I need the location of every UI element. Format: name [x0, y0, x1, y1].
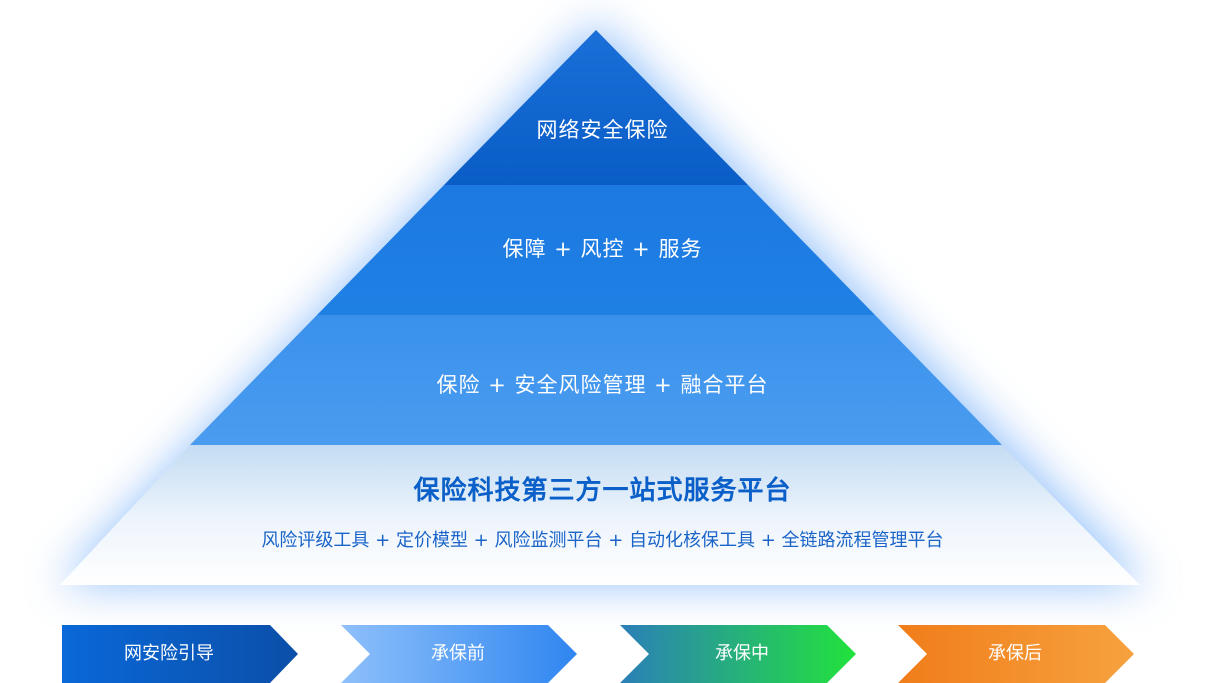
process-arrows [62, 625, 1134, 683]
process-step-1-label: 网安险引导 [124, 643, 214, 664]
tier-3-label: 保险 + 安全风险管理 + 融合平台 [436, 373, 769, 397]
pyramid-base [60, 445, 1140, 585]
tier-1-label: 网络安全保险 [536, 118, 669, 142]
process-step-3-label: 承保中 [715, 643, 769, 664]
process-step-2-arrow [341, 625, 577, 683]
pyramid-tier-1 [444, 30, 748, 185]
pyramid-tier-3 [190, 315, 1002, 445]
process-step-4-arrow [898, 625, 1134, 683]
base-title: 保险科技第三方一站式服务平台 [413, 476, 792, 506]
process-step-2-label: 承保前 [431, 643, 485, 664]
tier-2-label: 保障 + 风控 + 服务 [502, 237, 703, 261]
pyramid-shape [60, 30, 1140, 585]
process-step-1-arrow [62, 625, 298, 683]
process-step-4-label: 承保后 [988, 643, 1042, 664]
base-subtitle: 风险评级工具 + 定价模型 + 风险监测平台 + 自动化核保工具 + 全链路流程… [261, 530, 944, 551]
process-step-3-arrow [620, 625, 856, 683]
pyramid-tier-2 [317, 185, 875, 315]
